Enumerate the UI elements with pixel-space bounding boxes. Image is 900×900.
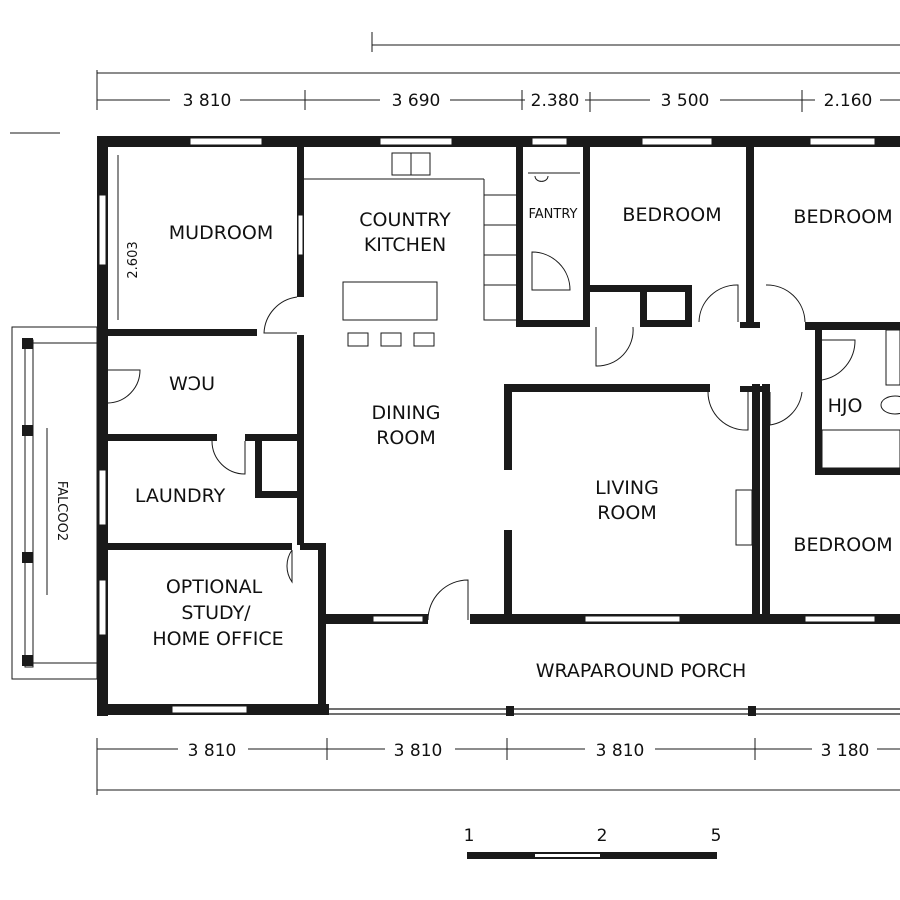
label-study-1: OPTIONAL bbox=[166, 576, 263, 598]
label-pantry: FANTRY bbox=[529, 207, 578, 222]
dim-top-4: 3 500 bbox=[661, 91, 710, 111]
dim-bottom-4: 3 180 bbox=[821, 741, 870, 761]
label-kitchen-2: KITCHEN bbox=[364, 234, 446, 256]
windows bbox=[98, 137, 876, 714]
dim-bottom-1: 3 810 bbox=[188, 741, 237, 761]
fireplace bbox=[735, 489, 753, 546]
label-porch: WRAPAROUND PORCH bbox=[536, 660, 747, 682]
dim-bottom-3: 3 810 bbox=[596, 741, 645, 761]
label-living-1: LIVING bbox=[595, 477, 659, 499]
dim-top-1: 3 810 bbox=[183, 91, 232, 111]
dim-top-3: 2.380 bbox=[531, 91, 580, 111]
bottom-dimension-lines: 3 810 3 810 3 810 3 180 bbox=[96, 738, 900, 795]
wraparound-porch bbox=[329, 706, 900, 716]
label-kitchen-1: COUNTRY bbox=[359, 209, 451, 231]
kitchen-island bbox=[342, 281, 438, 321]
walls bbox=[97, 136, 900, 716]
dim-top-5: 2.160 bbox=[824, 91, 873, 111]
label-dining-1: DINING bbox=[372, 402, 441, 424]
side-porch: FALCOO2 bbox=[11, 326, 98, 680]
scale-label-2: 2 bbox=[597, 826, 608, 846]
scale-label-1: 1 bbox=[464, 826, 475, 846]
label-bedroom-1: BEDROOM bbox=[622, 204, 721, 226]
dim-bottom-2: 3 810 bbox=[394, 741, 443, 761]
room-labels: MUDROOM COUNTRY KITCHEN FANTRY BEDROOM B… bbox=[117, 155, 893, 682]
label-bedroom-3: BEDROOM bbox=[793, 534, 892, 556]
label-wc: WƆU bbox=[169, 373, 215, 395]
label-living-2: ROOM bbox=[597, 502, 657, 524]
label-study-2: STUDY/ bbox=[181, 602, 251, 624]
fixtures bbox=[304, 152, 900, 546]
scale-label-5: 5 bbox=[711, 826, 722, 846]
label-bedroom-2: BEDROOM bbox=[793, 206, 892, 228]
dim-top-2: 3 690 bbox=[392, 91, 441, 111]
label-mudroom: MUDROOM bbox=[169, 222, 273, 244]
bathtub bbox=[821, 429, 900, 469]
top-dimension-lines: 3 810 3 690 2.380 3 500 2.160 bbox=[10, 32, 900, 134]
doors bbox=[107, 251, 856, 621]
label-mudroom-dim: 2.603 bbox=[126, 241, 141, 278]
label-study-3: HOME OFFICE bbox=[152, 628, 283, 650]
label-bath: HJO bbox=[828, 395, 863, 417]
label-laundry: LAUNDRY bbox=[135, 485, 226, 507]
scale-bar: 1 2 5 bbox=[464, 826, 722, 859]
side-porch-label: FALCOO2 bbox=[54, 481, 69, 541]
label-dining-2: ROOM bbox=[376, 427, 436, 449]
